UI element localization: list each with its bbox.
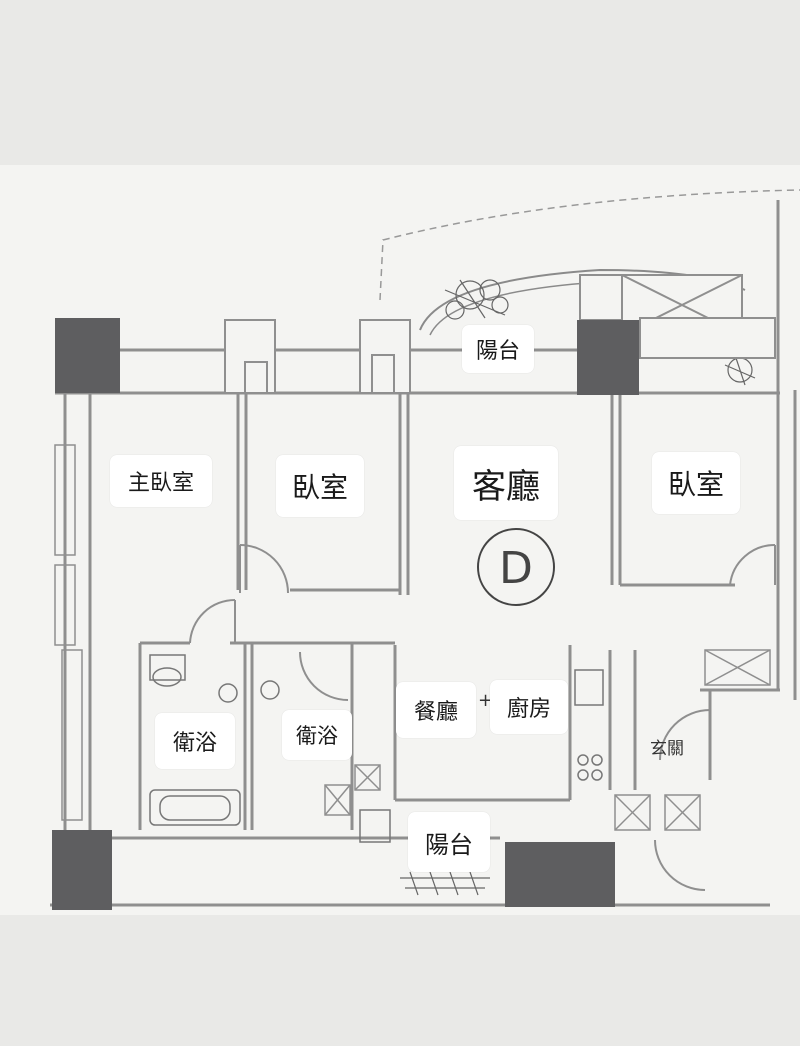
balcony-railing xyxy=(400,871,490,896)
label-plus-sign: + xyxy=(478,690,494,711)
door-swings xyxy=(189,543,776,891)
label-bathroom-left: 衛浴 xyxy=(155,713,235,769)
label-balcony-bottom: 陽台 xyxy=(408,812,490,872)
label-balcony-top: 陽台 xyxy=(462,325,534,373)
label-master-bedroom: 主臥室 xyxy=(110,455,212,507)
service-shafts xyxy=(324,649,771,831)
plant-icon xyxy=(444,279,509,320)
label-entrance: 玄關 xyxy=(650,739,684,759)
structural-pillars xyxy=(52,318,639,910)
label-kitchen: 廚房 xyxy=(490,680,568,734)
window-strip xyxy=(54,444,83,821)
label-bedroom-right: 臥室 xyxy=(652,452,740,514)
label-living-room: 客廳 xyxy=(454,446,558,520)
unit-marker-circle xyxy=(477,528,555,606)
label-bedroom-left: 臥室 xyxy=(276,455,364,517)
kitchen-fixtures xyxy=(359,669,604,843)
balcony-outline-dashed xyxy=(379,189,800,301)
label-dining-room: 餐廳 xyxy=(396,682,476,738)
top-wall-stubs xyxy=(224,274,776,394)
unit-marker-letter: D xyxy=(499,543,533,594)
bathroom-fixtures xyxy=(149,654,280,826)
interior-walls xyxy=(138,393,780,830)
label-bathroom-right: 衛浴 xyxy=(282,710,352,760)
